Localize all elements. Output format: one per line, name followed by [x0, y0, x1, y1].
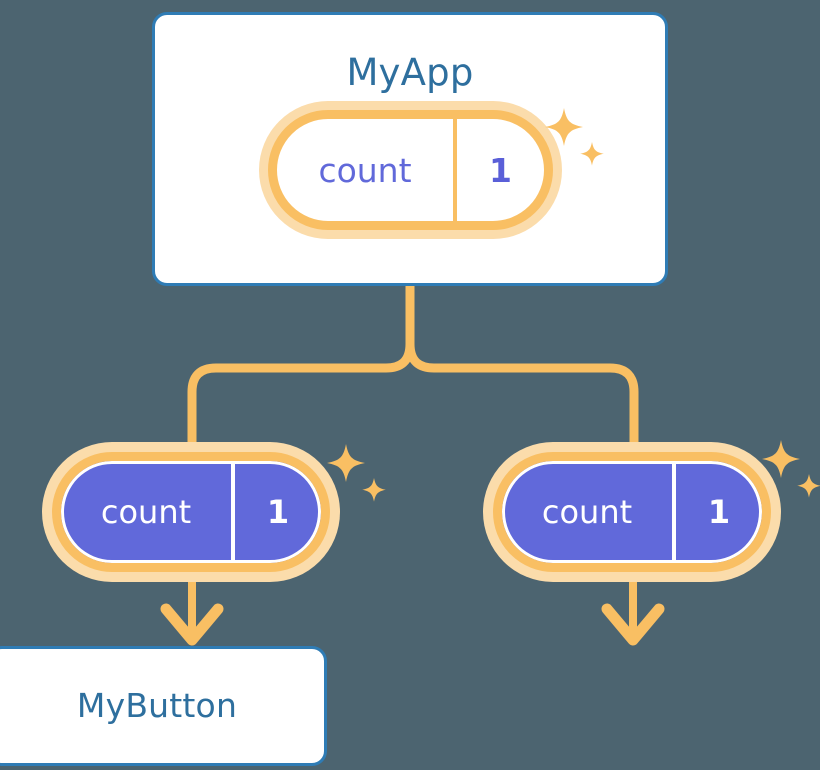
- state-pill-app[interactable]: count 1: [259, 101, 562, 239]
- branch-line-left: [187, 339, 415, 457]
- state-pill-app-value: 1: [453, 119, 544, 221]
- state-pill-left-key: count: [100, 493, 192, 531]
- app-card-title: MyApp: [346, 51, 474, 94]
- state-pill-right-key: count: [541, 493, 633, 531]
- prop-arrow-left-head: [160, 603, 224, 646]
- state-pill-right-value: 1: [672, 461, 762, 563]
- state-pill-app-key: count: [318, 150, 412, 190]
- button-card-left[interactable]: MyButton: [0, 646, 327, 766]
- state-pill-app-body: count 1: [268, 110, 553, 230]
- state-pill-left-body: count 1: [52, 452, 330, 572]
- prop-arrow-right-head: [601, 603, 665, 646]
- state-pill-left-value: 1: [231, 461, 321, 563]
- state-pill-right-body: count 1: [493, 452, 771, 572]
- branch-line-right: [405, 339, 639, 457]
- state-pill-right[interactable]: count 1: [483, 442, 781, 582]
- state-pill-left[interactable]: count 1: [42, 442, 340, 582]
- button-card-left-title: MyButton: [76, 686, 238, 725]
